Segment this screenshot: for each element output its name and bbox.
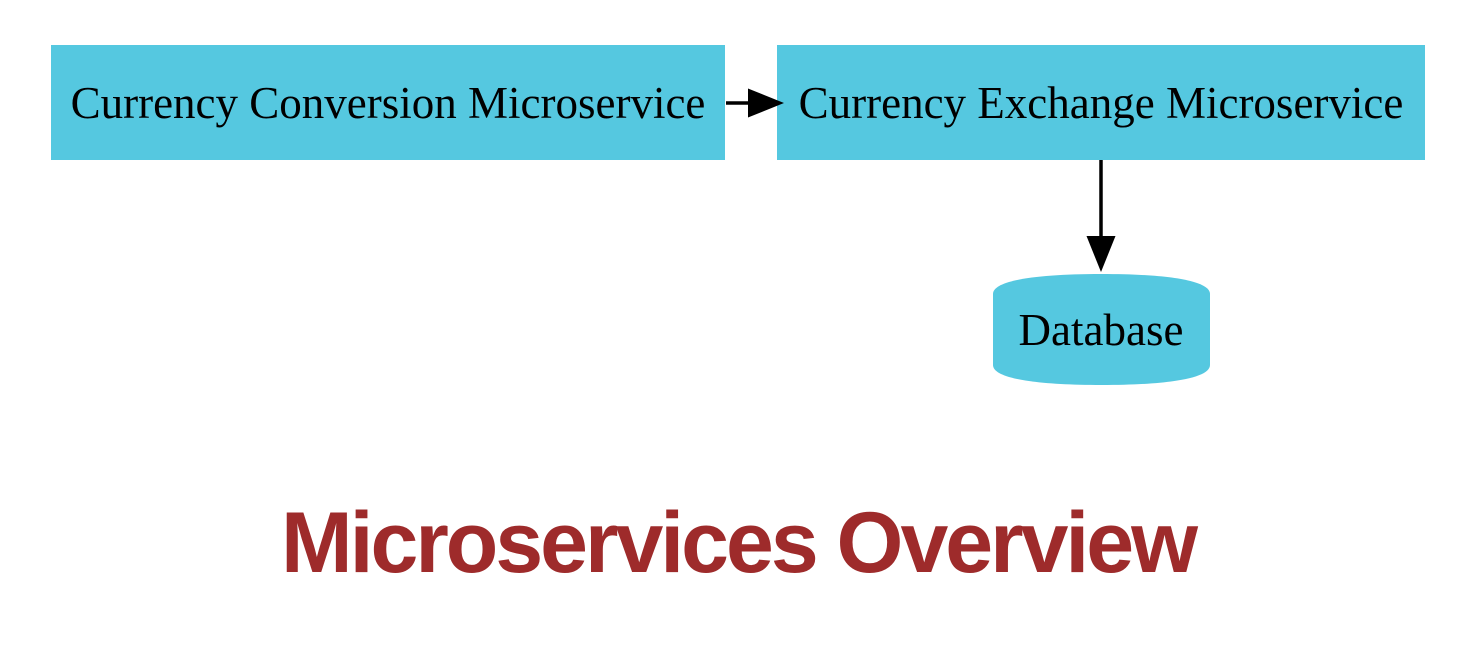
arrowhead-right-icon	[748, 88, 784, 118]
node-cylinder-database	[993, 274, 1210, 385]
node-label-currency-exchange: Currency Exchange Microservice	[799, 78, 1404, 128]
edge-conversion-to-exchange	[726, 88, 784, 118]
arrowhead-down-icon	[1086, 236, 1116, 272]
microservices-diagram: Currency Conversion Microservice Currenc…	[51, 45, 1425, 385]
page-title: Microservices Overview	[280, 495, 1198, 591]
node-label-currency-conversion: Currency Conversion Microservice	[71, 78, 706, 128]
database-cylinder-shape	[993, 274, 1210, 385]
edge-exchange-to-database	[1086, 160, 1116, 272]
node-box-currency-conversion	[51, 45, 725, 160]
node-box-currency-exchange	[777, 45, 1425, 160]
node-label-database: Database	[1019, 305, 1184, 355]
